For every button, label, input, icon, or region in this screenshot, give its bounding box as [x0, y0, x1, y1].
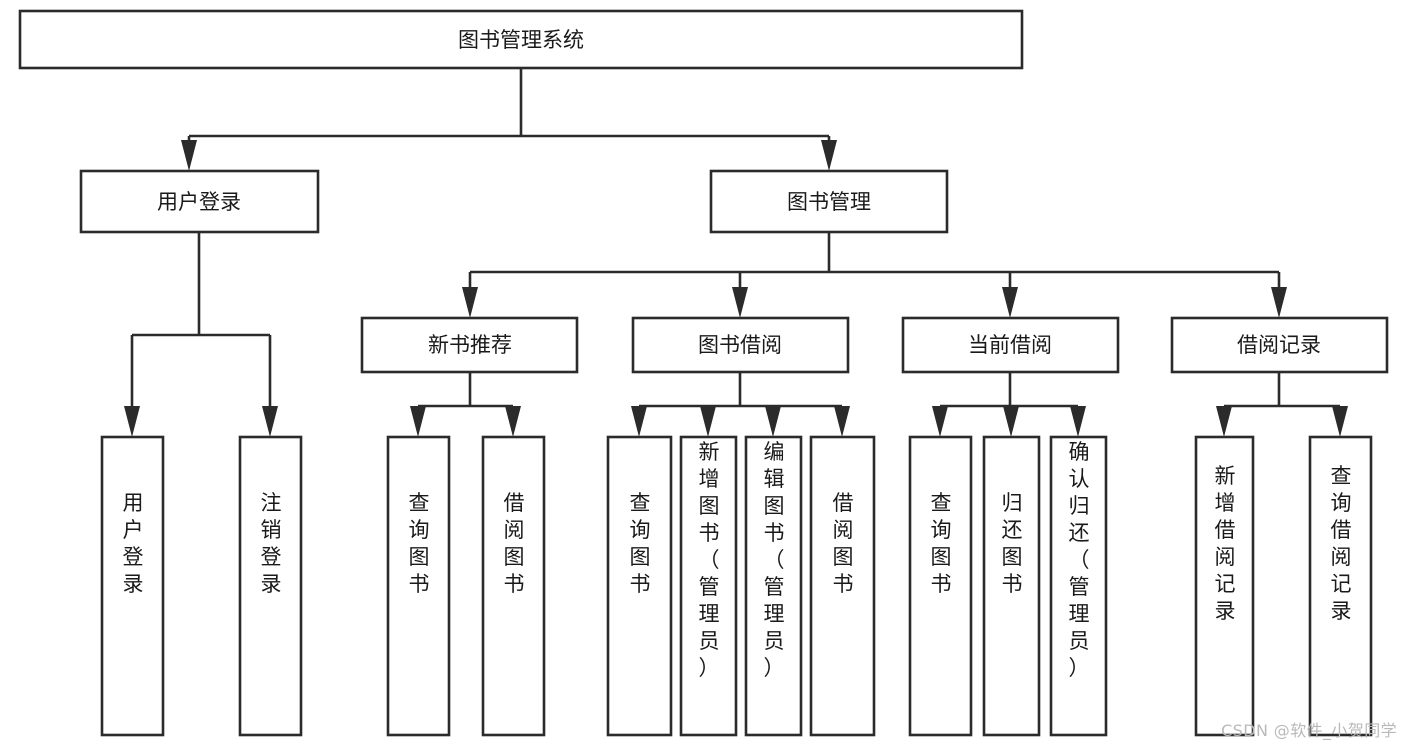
node-leaf-add-book-admin-box[interactable] — [679, 435, 738, 737]
node-leaf-confirm-return-admin-label: 确认归还（管理员） — [1069, 440, 1090, 680]
node-new-book-recommend[interactable]: 新书推荐 — [360, 316, 579, 374]
node-current-borrow-box[interactable] — [901, 316, 1120, 374]
node-leaf-query-book-borrow[interactable]: 查询图书 — [606, 435, 673, 737]
arrowhead-leaf-confirm-return-admin — [1070, 406, 1086, 437]
node-leaf-borrow-book-rec-label: 借阅图书 — [504, 491, 525, 596]
node-leaf-borrow-book[interactable]: 借阅图书 — [809, 435, 876, 737]
arrowhead-new-book-recommend — [462, 287, 478, 318]
node-leaf-add-borrow-record-label: 新增借阅记录 — [1215, 464, 1236, 623]
node-borrow-record-label: 借阅记录 — [1237, 333, 1321, 357]
arrowhead-leaf-logout — [262, 406, 278, 437]
node-leaf-user-login-label: 用户登录 — [123, 491, 144, 596]
node-leaf-query-book-rec[interactable]: 查询图书 — [386, 435, 451, 737]
node-leaf-query-book-current-label: 查询图书 — [931, 491, 952, 596]
node-new-book-recommend-label: 新书推荐 — [428, 333, 512, 357]
node-new-book-recommend-box[interactable] — [360, 316, 579, 374]
arrowhead-leaf-edit-book-admin — [765, 406, 781, 437]
node-root[interactable]: 图书管理系统 — [18, 9, 1024, 70]
csdn-watermark: CSDN @软件_小贺同学 — [1221, 721, 1397, 740]
node-leaf-return-book-box[interactable] — [982, 435, 1041, 737]
arrowhead-leaf-user-login — [124, 406, 140, 437]
node-root-label: 图书管理系统 — [458, 28, 584, 52]
node-leaf-borrow-book-rec-box[interactable] — [481, 435, 546, 737]
node-leaf-borrow-book-label: 借阅图书 — [833, 491, 854, 596]
node-current-borrow[interactable]: 当前借阅 — [901, 316, 1120, 374]
node-leaf-return-book[interactable]: 归还图书 — [982, 435, 1041, 737]
arrowhead-leaf-borrow-book-rec — [505, 406, 521, 437]
node-leaf-query-borrow-record-box[interactable] — [1308, 435, 1373, 737]
node-leaf-logout-label: 注销登录 — [261, 491, 282, 596]
node-leaf-user-login-box[interactable] — [100, 435, 165, 737]
arrowhead-leaf-add-book-admin — [700, 406, 716, 437]
node-leaf-query-book-current-box[interactable] — [908, 435, 973, 737]
arrowhead-book-borrow — [732, 287, 748, 318]
node-leaf-confirm-return-admin[interactable]: 确认归还（管理员） — [1049, 435, 1108, 737]
node-leaf-query-book-borrow-box[interactable] — [606, 435, 673, 737]
node-leaf-edit-book-admin-label: 编辑图书（管理员） — [764, 440, 785, 680]
connector-layer — [124, 68, 1348, 437]
node-leaf-return-book-label: 归还图书 — [1002, 491, 1023, 596]
node-leaf-edit-book-admin[interactable]: 编辑图书（管理员） — [744, 435, 803, 737]
node-leaf-add-book-admin[interactable]: 新增图书（管理员） — [679, 435, 738, 737]
node-leaf-add-book-admin-label: 新增图书（管理员） — [699, 440, 720, 680]
node-book-borrow-box[interactable] — [631, 316, 850, 374]
arrowhead-current-borrow — [1002, 287, 1018, 318]
node-user-login-label: 用户登录 — [157, 190, 241, 214]
node-leaf-query-book-borrow-label: 查询图书 — [630, 491, 651, 596]
node-leaf-query-borrow-record-label: 查询借阅记录 — [1331, 464, 1352, 623]
node-user-login-box[interactable] — [79, 169, 320, 234]
node-leaf-logout[interactable]: 注销登录 — [238, 435, 303, 737]
arrowhead-leaf-return-book — [1003, 406, 1019, 437]
arrowhead-leaf-query-book-borrow — [631, 406, 647, 437]
arrowhead-leaf-query-book-current — [932, 406, 948, 437]
arrowhead-book-management — [821, 140, 837, 171]
node-leaf-add-borrow-record-box[interactable] — [1194, 435, 1255, 737]
arrowhead-leaf-borrow-book — [834, 406, 850, 437]
arrowhead-leaf-add-borrow-record — [1216, 406, 1232, 437]
node-book-management-box[interactable] — [709, 169, 949, 234]
node-leaf-logout-box[interactable] — [238, 435, 303, 737]
arrowhead-borrow-record — [1271, 287, 1287, 318]
node-leaf-query-book-rec-label: 查询图书 — [409, 491, 430, 596]
node-leaf-user-login[interactable]: 用户登录 — [100, 435, 165, 737]
node-leaf-query-book-current[interactable]: 查询图书 — [908, 435, 973, 737]
node-current-borrow-label: 当前借阅 — [968, 333, 1052, 357]
arrowhead-leaf-query-book-rec — [410, 406, 426, 437]
node-leaf-borrow-book-rec[interactable]: 借阅图书 — [481, 435, 546, 737]
node-leaf-edit-book-admin-box[interactable] — [744, 435, 803, 737]
node-leaf-confirm-return-admin-box[interactable] — [1049, 435, 1108, 737]
arrowhead-user-login — [181, 140, 197, 171]
node-borrow-record[interactable]: 借阅记录 — [1170, 316, 1389, 374]
arrowhead-leaf-query-borrow-record — [1332, 406, 1348, 437]
node-leaf-query-book-rec-box[interactable] — [386, 435, 451, 737]
node-leaf-add-borrow-record[interactable]: 新增借阅记录 — [1194, 435, 1255, 737]
node-leaf-query-borrow-record[interactable]: 查询借阅记录 — [1308, 435, 1373, 737]
node-root-box[interactable] — [18, 9, 1024, 70]
node-book-borrow[interactable]: 图书借阅 — [631, 316, 850, 374]
node-borrow-record-box[interactable] — [1170, 316, 1389, 374]
node-leaf-borrow-book-box[interactable] — [809, 435, 876, 737]
node-book-management[interactable]: 图书管理 — [709, 169, 949, 234]
node-book-borrow-label: 图书借阅 — [698, 333, 782, 357]
node-user-login[interactable]: 用户登录 — [79, 169, 320, 234]
node-book-management-label: 图书管理 — [787, 190, 871, 214]
